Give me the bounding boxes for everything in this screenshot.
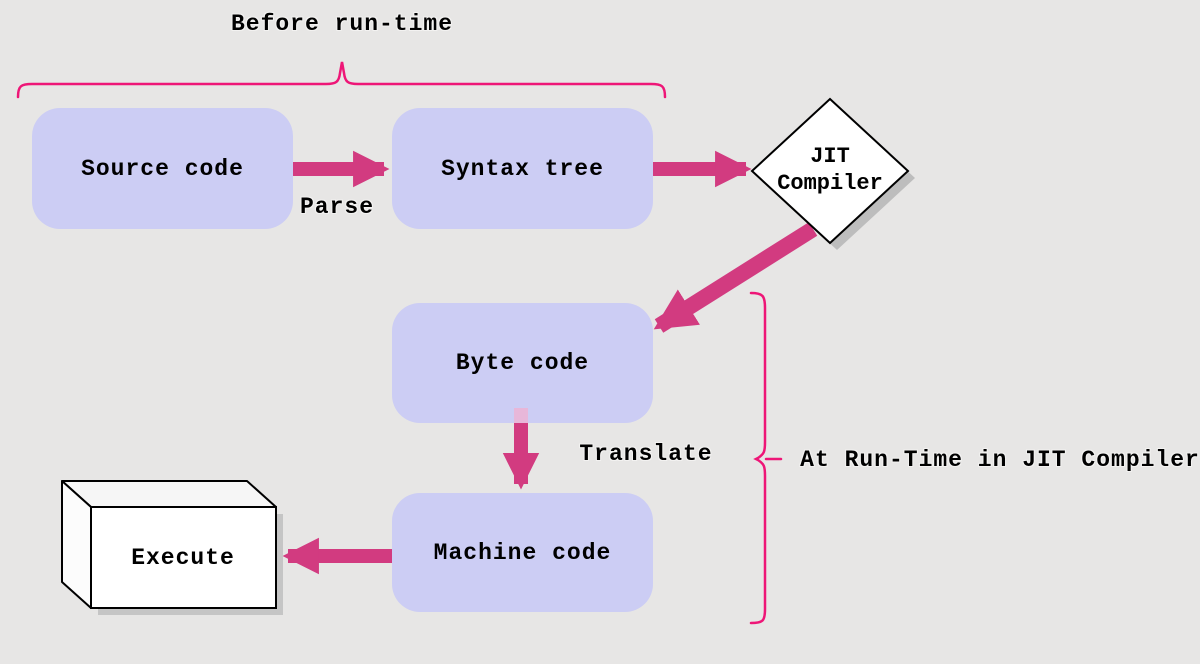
diamond-shape xyxy=(750,97,910,245)
before-runtime-brace xyxy=(16,61,667,99)
node-source-code-label: Source code xyxy=(81,155,244,182)
jit-compiler-diamond xyxy=(750,97,915,250)
arrow-jit-to-bytecode xyxy=(653,222,818,333)
node-syntax-tree: Syntax tree xyxy=(392,108,653,229)
cuboid-top-face xyxy=(61,480,277,508)
node-execute-label: Execute xyxy=(131,545,235,571)
jit-label-line1: JIT xyxy=(810,144,850,169)
jit-label-line2: Compiler xyxy=(777,171,883,196)
node-source-code: Source code xyxy=(32,108,293,229)
node-byte-code-label: Byte code xyxy=(455,350,590,376)
node-byte-code: Byte code xyxy=(392,303,653,423)
at-runtime-brace xyxy=(749,291,783,625)
node-syntax-tree-label: Syntax tree xyxy=(441,155,604,182)
translate-edge-label: Translate xyxy=(579,441,713,467)
arrow-tail-under-bytecode-box xyxy=(514,408,528,423)
node-machine-code: Machine code xyxy=(392,493,653,612)
node-machine-code-label: Machine code xyxy=(433,539,612,566)
at-runtime-label: At Run-Time in JIT Compiler xyxy=(800,447,1200,473)
at-runtime-brace-path xyxy=(749,291,767,625)
node-jit-compiler-label: JIT Compiler xyxy=(777,143,883,197)
parse-edge-label: Parse xyxy=(299,194,375,220)
before-runtime-label: Before run-time xyxy=(230,11,454,37)
cuboid-front-face xyxy=(90,506,277,609)
execute-cuboid xyxy=(61,480,283,615)
